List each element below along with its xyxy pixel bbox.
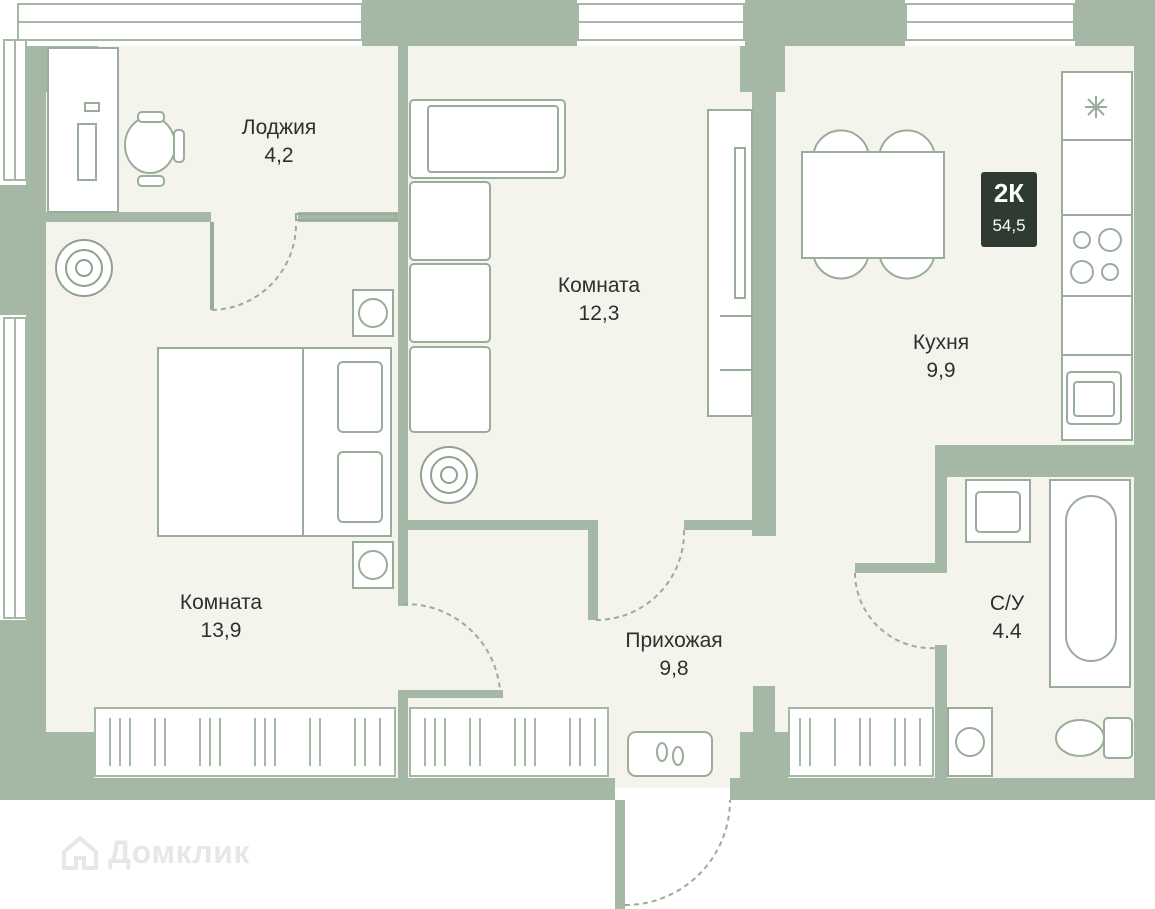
apartment-type: 2К: [993, 178, 1025, 208]
radiator-fins: [109, 718, 921, 766]
label-bathroom: С/У 4.4: [990, 590, 1024, 646]
apartment-area: 54,5: [992, 216, 1026, 235]
watermark-text: Домклик: [108, 833, 250, 870]
domclick-logo-icon: [62, 835, 98, 870]
windows: [3, 3, 1075, 619]
watermark: Домклик: [60, 832, 250, 872]
kitchen-counter: [1061, 71, 1133, 441]
kitchen-name: Кухня: [912, 331, 970, 354]
kitchen-area: 9,9: [926, 359, 956, 382]
loggia-area: 4,2: [264, 144, 294, 167]
bathroom-area: 4.4: [992, 620, 1022, 643]
plants: [55, 239, 478, 504]
bed: [157, 289, 394, 589]
label-loggia: Лоджия 4,2: [242, 114, 316, 170]
tv-stand: [707, 109, 753, 417]
bathroom-name: С/У: [989, 592, 1025, 615]
sofa: [409, 99, 566, 433]
room-a-area: 12,3: [578, 302, 620, 325]
label-room-b: Комната 13,9: [180, 589, 262, 645]
loggia-furniture: [47, 47, 185, 213]
doormat: [627, 731, 713, 777]
hallway-area: 9,8: [659, 657, 689, 680]
dining-table: [801, 129, 945, 280]
room-a-name: Комната: [557, 274, 641, 297]
room-b-area: 13,9: [200, 619, 242, 642]
hallway-name: Прихожая: [625, 629, 723, 652]
loggia-name: Лоджия: [241, 116, 317, 139]
bathroom-fixtures: [947, 479, 1133, 777]
label-hallway: Прихожая 9,8: [625, 627, 722, 683]
room-b-name: Комната: [179, 591, 263, 614]
label-room-a: Комната 12,3: [558, 272, 640, 328]
label-kitchen: Кухня 9,9: [913, 329, 969, 385]
door-swings: [210, 213, 936, 906]
apartment-badge: 2К 54,5: [981, 172, 1037, 247]
